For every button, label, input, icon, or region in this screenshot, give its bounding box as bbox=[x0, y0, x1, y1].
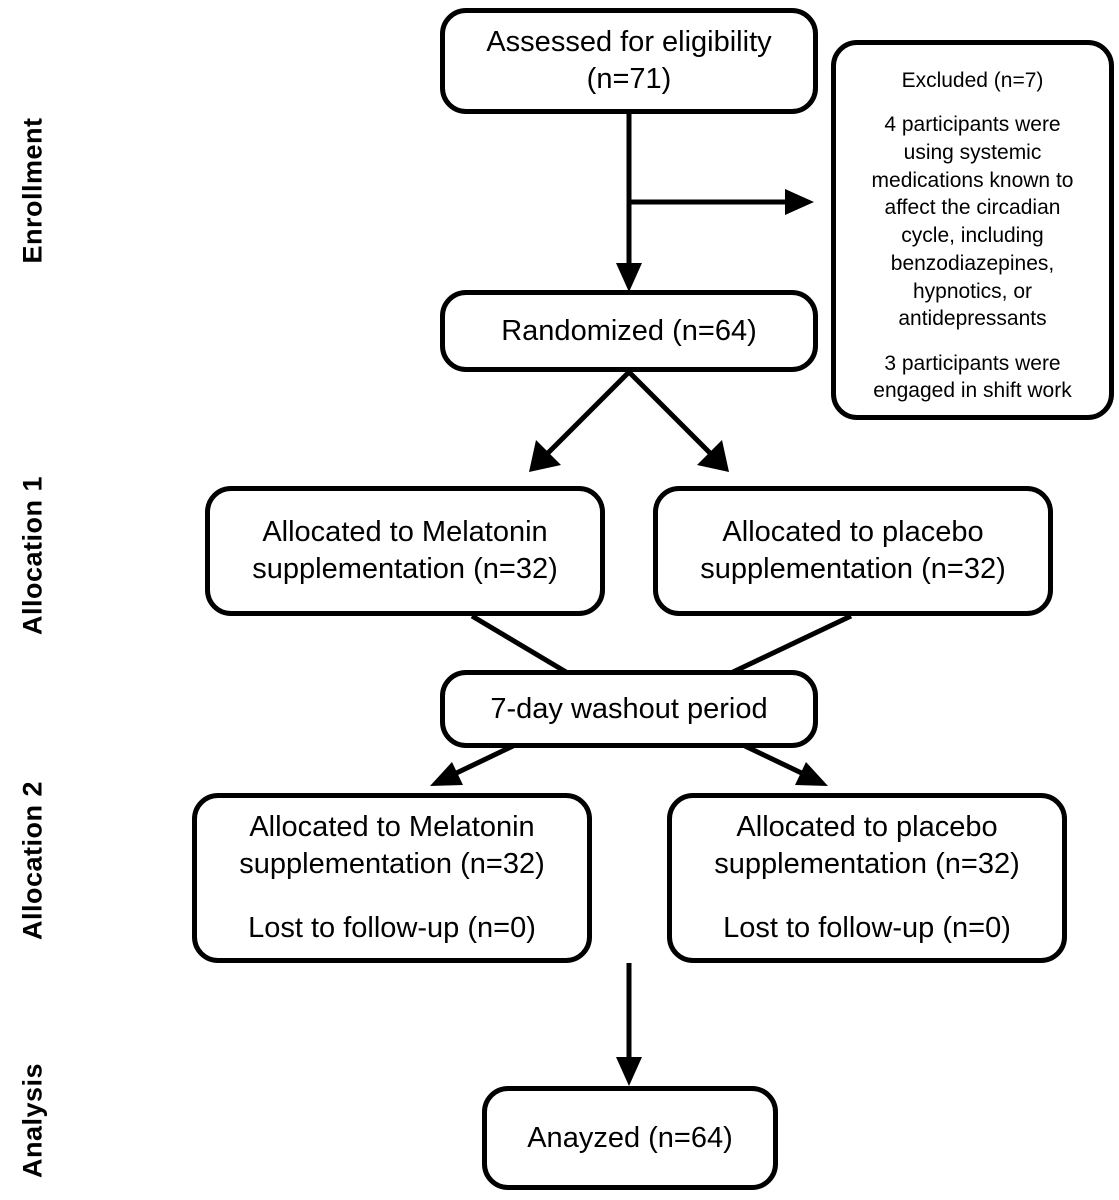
node-alloc2-melatonin: Allocated to Melatonin supplementation (… bbox=[192, 793, 592, 963]
node-alloc1-melatonin-line1: Allocated to Melatonin bbox=[262, 516, 548, 549]
node-washout-line1: 7-day washout period bbox=[490, 692, 768, 725]
node-alloc1-placebo: Allocated to placebo supplementation (n=… bbox=[653, 486, 1053, 616]
node-assessed-for-eligibility: Assessed for eligibility (n=71) bbox=[440, 8, 818, 114]
node-alloc1-placebo-line2: supplementation (n=32) bbox=[700, 553, 1006, 585]
edge-washout-to-alloc2-placebo bbox=[743, 743, 828, 786]
edge-randomized-to-alloc1-melatonin bbox=[529, 370, 631, 472]
node-assessed-line2: (n=71) bbox=[586, 63, 672, 95]
node-alloc2-placebo: Allocated to placebo supplementation (n=… bbox=[667, 793, 1067, 963]
edge-randomized-to-alloc1-placebo bbox=[627, 370, 729, 472]
node-randomized-line1: Randomized (n=64) bbox=[501, 314, 757, 347]
node-alloc1-placebo-line1: Allocated to placebo bbox=[722, 516, 984, 549]
node-excluded: Excluded (n=7) 4 participants were using… bbox=[831, 40, 1114, 420]
node-randomized: Randomized (n=64) bbox=[440, 290, 818, 372]
node-excluded-line3: 3 participants were engaged in shift wor… bbox=[873, 351, 1072, 403]
node-excluded-line2: 4 participants were using systemic medic… bbox=[871, 113, 1074, 331]
node-analyzed: Anayzed (n=64) bbox=[482, 1086, 778, 1190]
node-alloc2-placebo-line2: supplementation (n=32) bbox=[714, 847, 1020, 880]
node-excluded-line1: Excluded (n=7) bbox=[901, 69, 1044, 92]
edge-alloc1-melatonin-to-washout bbox=[470, 613, 568, 675]
edge-washout-to-alloc2-melatonin bbox=[430, 743, 515, 786]
node-alloc2-placebo-line1: Allocated to placebo bbox=[736, 811, 998, 844]
edge-assessed-to-excluded bbox=[629, 189, 814, 215]
node-alloc2-placebo-line3: Lost to follow-up (n=0) bbox=[723, 912, 1011, 945]
edge-alloc2-to-analyzed bbox=[616, 963, 642, 1086]
node-alloc2-melatonin-line2: supplementation (n=32) bbox=[239, 847, 545, 880]
node-alloc1-melatonin-line2: supplementation (n=32) bbox=[252, 553, 558, 585]
node-assessed-line1: Assessed for eligibility bbox=[486, 26, 772, 59]
edge-assessed-to-randomized bbox=[616, 113, 642, 292]
node-alloc2-melatonin-line3: Lost to follow-up (n=0) bbox=[248, 912, 536, 945]
node-analyzed-line1: Anayzed (n=64) bbox=[527, 1121, 733, 1154]
node-washout: 7-day washout period bbox=[440, 670, 818, 748]
node-alloc1-melatonin: Allocated to Melatonin supplementation (… bbox=[205, 486, 605, 616]
edge-alloc1-placebo-to-washout bbox=[731, 613, 853, 675]
node-alloc2-melatonin-line1: Allocated to Melatonin bbox=[249, 811, 535, 844]
